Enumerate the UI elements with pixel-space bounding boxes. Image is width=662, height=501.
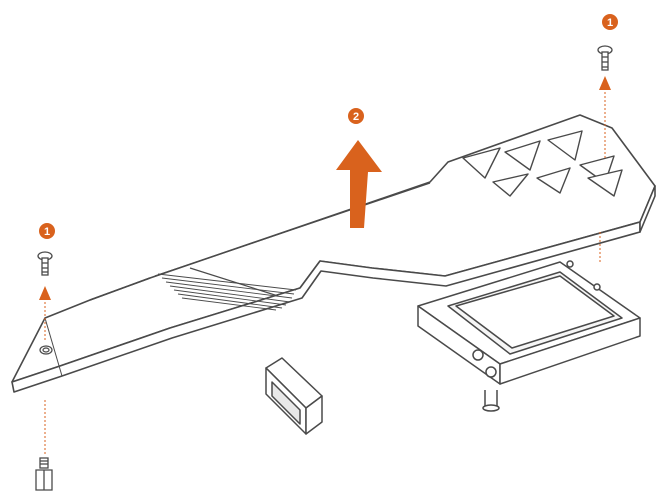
step-number-2: 2 — [353, 111, 359, 123]
thermal-pad-block — [265, 357, 323, 435]
step-number-1-right: 1 — [607, 17, 613, 29]
lift-arrow-icon — [336, 140, 382, 228]
screw-right — [597, 45, 613, 71]
step-badge-2: 2 — [348, 108, 364, 124]
m2-ssd — [417, 260, 641, 412]
step-badge-left: 1 — [39, 223, 55, 239]
small-arrow-right — [599, 76, 611, 90]
left-mount-hole — [39, 345, 53, 355]
vent-triangles — [462, 130, 623, 197]
standoff — [35, 457, 53, 491]
screw-left — [37, 251, 53, 276]
guide-lines — [44, 92, 606, 456]
plate-edge-detail — [154, 182, 431, 297]
small-arrow-left — [39, 286, 51, 300]
step-number-1-left: 1 — [44, 226, 50, 238]
lift-arrow-small — [39, 76, 611, 300]
step-badge-right: 1 — [602, 14, 618, 30]
thermal-grille — [157, 273, 297, 311]
